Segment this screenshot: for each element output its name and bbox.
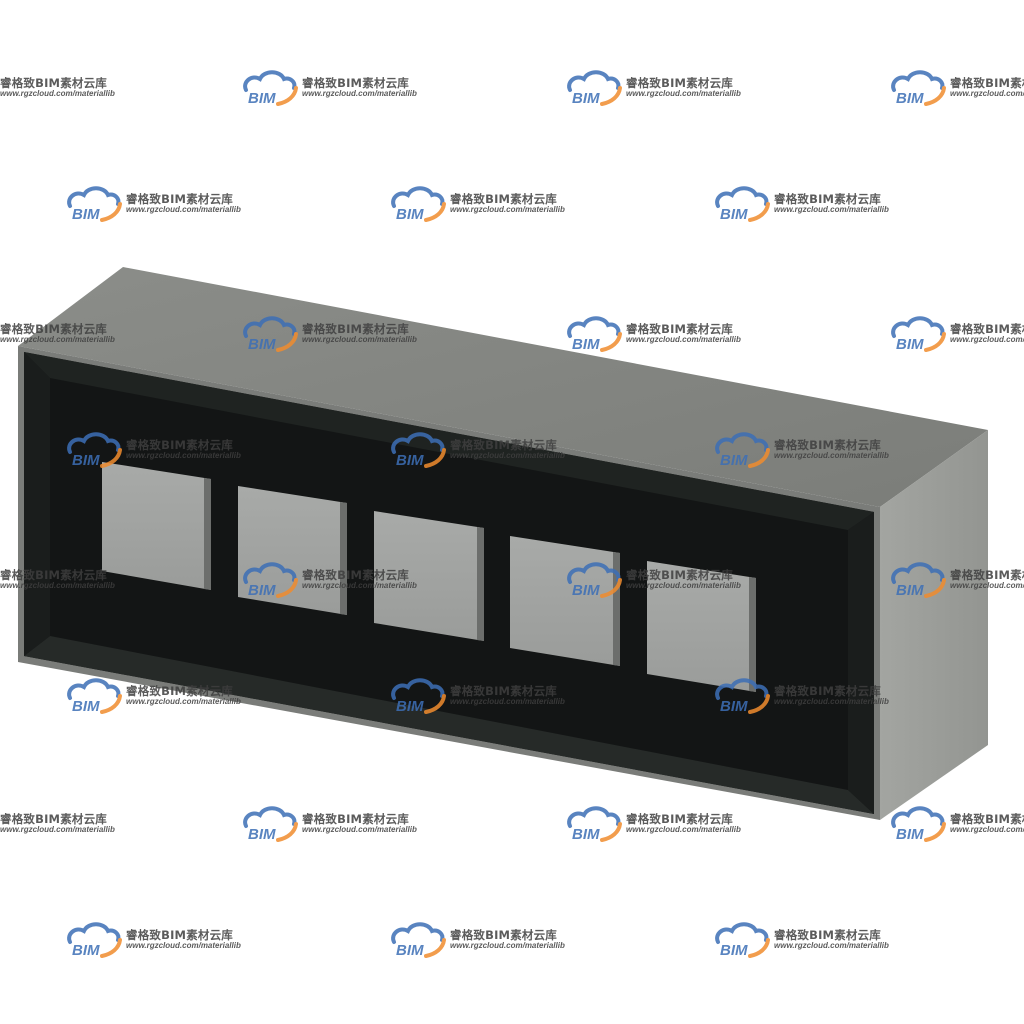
panel-bevel-bottom bbox=[24, 636, 874, 814]
window-4 bbox=[510, 536, 620, 666]
panel-bevel-right bbox=[848, 512, 874, 814]
panel-bevel-top bbox=[24, 352, 874, 530]
window-1 bbox=[102, 462, 211, 590]
panel-bevel-left bbox=[24, 352, 50, 656]
window-5 bbox=[647, 561, 756, 692]
window-3 bbox=[374, 511, 484, 641]
box-side-face bbox=[880, 430, 988, 820]
window-2 bbox=[238, 486, 347, 615]
